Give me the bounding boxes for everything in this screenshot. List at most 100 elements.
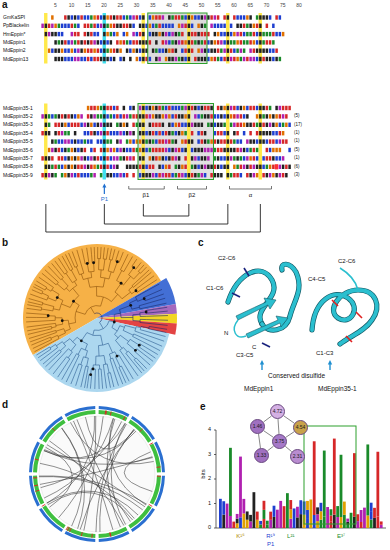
residue-mark: [90, 165, 93, 169]
tree-branch: [146, 323, 168, 325]
residue-mark: [233, 57, 236, 61]
tree-branch: [100, 277, 108, 279]
tree-branch: [70, 339, 76, 345]
residue-mark: [48, 32, 51, 36]
tree-branch: [103, 252, 105, 258]
tree-branch: [70, 285, 77, 291]
residue-mark: [100, 57, 103, 61]
tree-branch: [130, 339, 139, 345]
tree-branch: [87, 248, 88, 257]
residue-mark: [162, 139, 165, 143]
residue-mark: [256, 165, 259, 169]
residue-mark: [191, 131, 194, 135]
tree-branch: [120, 270, 123, 272]
residue-mark: [110, 106, 113, 110]
tree-branch: [120, 347, 124, 350]
residue-mark: [210, 40, 213, 44]
residue-mark: [158, 106, 161, 110]
residue-mark: [142, 131, 145, 135]
residue-mark: [243, 123, 246, 127]
tree-branch: [90, 247, 92, 254]
tree-branch: [37, 304, 42, 305]
gene-tick: [110, 533, 112, 537]
tree-branch: [81, 274, 83, 280]
tree-branch: [86, 351, 88, 358]
residue-mark: [48, 131, 51, 135]
residue-mark: [191, 123, 194, 127]
residue-mark: [253, 173, 256, 177]
tree-branch: [93, 330, 94, 335]
residue-mark: [207, 139, 210, 143]
residue-mark: [152, 165, 155, 169]
chromosome-ring: [154, 442, 165, 473]
residue-mark: [269, 15, 272, 19]
tree-branch: [73, 337, 78, 341]
duplication-link: [40, 463, 134, 518]
residue-mark: [220, 173, 223, 177]
tree-branch: [103, 363, 107, 365]
tree-branch: [53, 309, 59, 310]
tree-branch: [36, 352, 41, 355]
residue-mark: [58, 165, 61, 169]
residue-mark: [152, 32, 155, 36]
tree-branch: [58, 333, 65, 337]
residue-mark: [84, 131, 87, 135]
tree-branch: [117, 281, 124, 286]
tree-branch: [33, 287, 37, 289]
tree-branch: [76, 364, 79, 371]
residue-mark: [58, 24, 61, 28]
tree-branch: [100, 270, 102, 277]
tree-branch: [45, 357, 55, 367]
logo-letter: [266, 524, 269, 528]
residue-mark: [269, 165, 272, 169]
residue-mark: [123, 32, 126, 36]
residue-mark: [80, 139, 83, 143]
structure-label: β1: [143, 192, 150, 198]
tree-branch: [103, 365, 104, 374]
residue-mark: [175, 32, 178, 36]
residue-mark: [116, 32, 119, 36]
residue-mark: [165, 40, 168, 44]
tree-branch: [36, 281, 41, 284]
tree-branch: [26, 321, 48, 322]
residue-mark: [110, 40, 113, 44]
residue-mark: [103, 40, 106, 44]
chromosome-ring: [39, 508, 63, 532]
highlight-residue: [275, 164, 278, 169]
residue-mark: [275, 15, 278, 19]
copy-count: (1): [294, 156, 300, 161]
residue-mark: [168, 114, 171, 118]
logo-letter: [239, 457, 242, 518]
residue-mark: [269, 32, 272, 36]
residue-mark: [171, 173, 174, 177]
residue-mark: [142, 114, 145, 118]
logo-letter: [336, 517, 339, 528]
tree-branch: [154, 307, 167, 309]
tree-branch: [119, 367, 121, 371]
residue-mark: [155, 114, 158, 118]
residue-mark: [240, 49, 243, 53]
residue-mark: [220, 156, 223, 160]
tree-branch: [109, 380, 110, 388]
tree-branch: [116, 261, 120, 262]
residue-mark: [168, 131, 171, 135]
tree-branch: [91, 307, 95, 313]
residue-mark: [155, 15, 158, 19]
residue-mark: [54, 49, 57, 53]
residue-mark: [178, 123, 181, 127]
copy-count: (1): [294, 139, 300, 144]
residue-mark: [282, 173, 285, 177]
tree-branch: [144, 297, 145, 300]
residue-mark: [233, 114, 236, 118]
residue-mark: [155, 156, 158, 160]
residue-mark: [253, 24, 256, 28]
residue-mark: [217, 114, 220, 118]
residue-mark: [204, 139, 207, 143]
residue-mark: [145, 165, 148, 169]
conserved-region: [138, 104, 214, 180]
tree-branch: [153, 330, 166, 333]
ruler-number: 25: [118, 3, 124, 8]
residue-mark: [191, 156, 194, 160]
ruler-number: 30: [134, 3, 140, 8]
tree-branch: [129, 275, 134, 279]
